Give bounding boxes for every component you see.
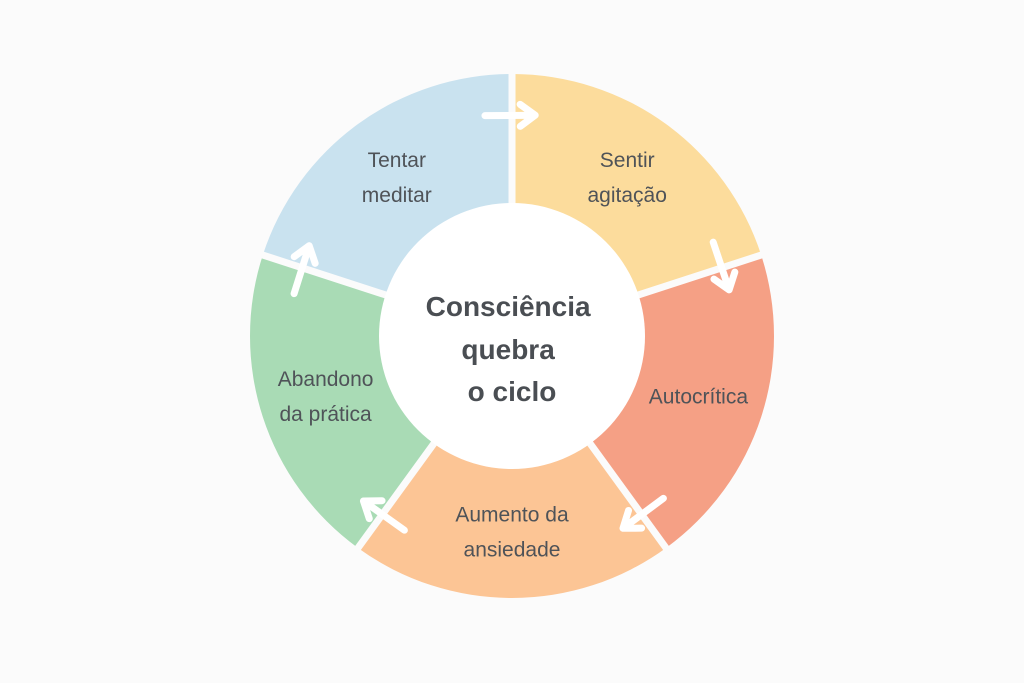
- segment-divider: [257, 250, 396, 302]
- cycle-arrow-icon: [359, 497, 408, 534]
- segment-label: Aumento da ansiedade: [455, 504, 569, 562]
- arrows-layer: [290, 100, 739, 534]
- segment-divider: [582, 434, 672, 554]
- segment-label-line: Sentir: [600, 149, 655, 172]
- labels-layer: Tentar meditar Sentir agitaçãoAutocríticaAu…: [278, 149, 749, 562]
- cycle-segment: [358, 439, 666, 599]
- segment-label: Tentar meditar: [362, 149, 432, 207]
- center-line-2: quebra: [461, 334, 555, 365]
- cycle-arrow-icon: [481, 100, 539, 130]
- cycle-segment: [262, 74, 512, 297]
- segment-label-line: ansiedade: [464, 539, 561, 562]
- center-label: Consciência quebra o ciclo: [426, 291, 599, 407]
- segment-divider: [352, 434, 442, 554]
- segment-label-line: Abandono: [278, 368, 374, 391]
- center-line-3: o ciclo: [468, 376, 557, 407]
- segment-label-line: meditar: [362, 184, 432, 207]
- cycle-arrow-icon: [709, 238, 739, 294]
- segment-divider: [628, 250, 767, 302]
- segment-label-line: agitação: [588, 184, 667, 207]
- segment-label: Autocrítica: [649, 386, 749, 409]
- center-circle: [379, 203, 645, 469]
- cycle-arrow-icon: [619, 494, 667, 532]
- segment-label-line: Aumento da: [455, 504, 569, 527]
- center-line-1: Consciência: [426, 291, 591, 322]
- cycle-segment: [587, 255, 775, 548]
- cycle-segment: [512, 74, 762, 297]
- segment-label-line: da prática: [279, 403, 372, 426]
- segment-label-line: Tentar: [368, 149, 426, 172]
- cycle-arrow-icon: [290, 242, 319, 298]
- segment-label: Sentir agitação: [588, 149, 667, 207]
- segments-layer: [249, 70, 775, 599]
- segment-label: Abandono da prática: [278, 368, 374, 426]
- cycle-segment: [249, 255, 437, 548]
- segment-label-line: Autocrítica: [649, 386, 749, 409]
